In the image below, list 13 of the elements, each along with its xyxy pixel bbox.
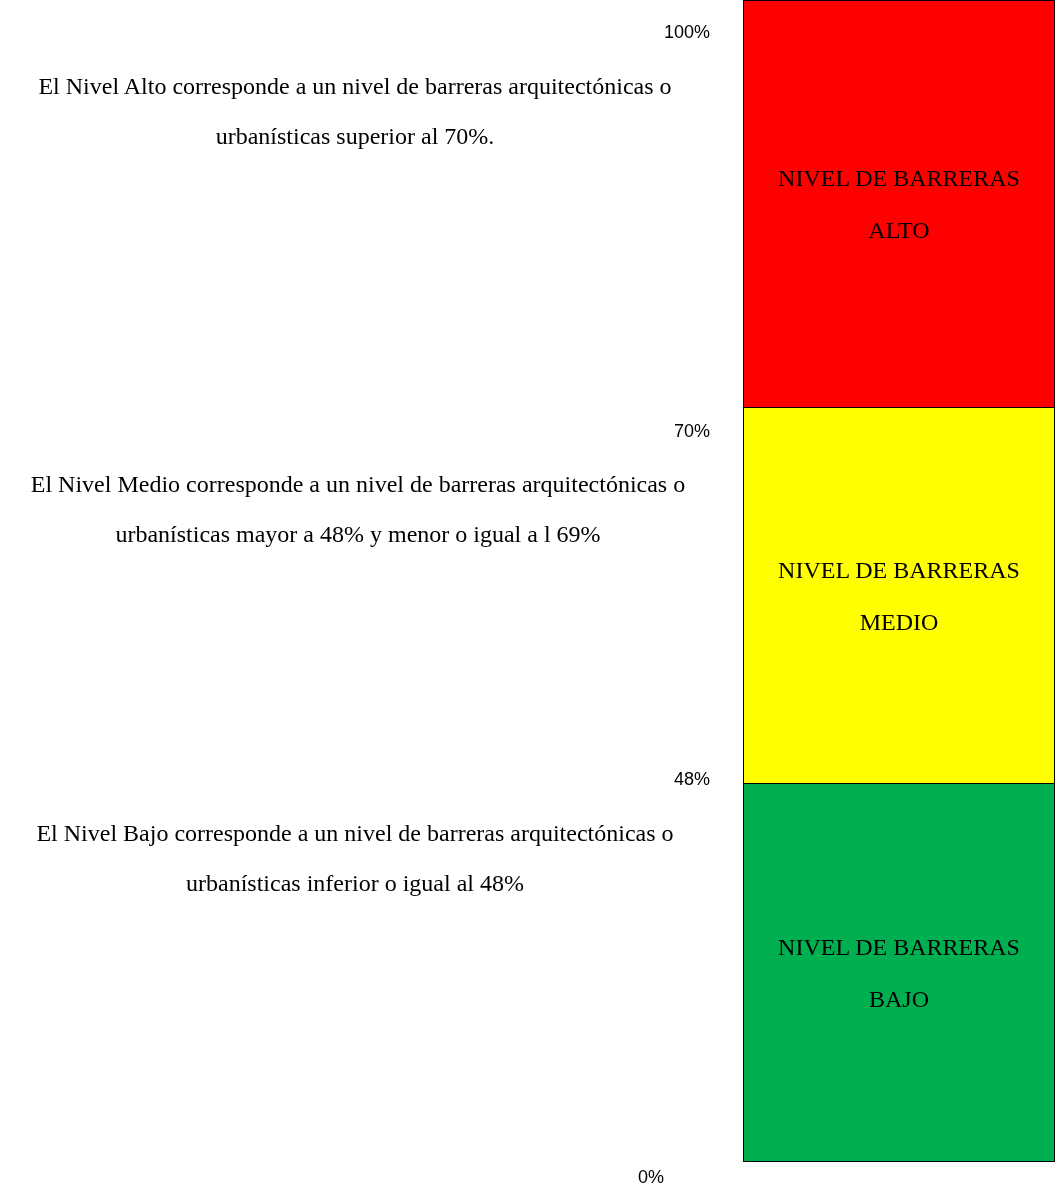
- percent-label: 70%: [673, 420, 710, 443]
- description-text: El Nivel Alto corresponde a un nivel de barreras arquitectónicas o urbanísticas superior al 70%.: [37, 72, 673, 151]
- high-level-band: [743, 0, 1055, 408]
- percent-label: 48%: [673, 768, 710, 791]
- description-text: El Nivel Bajo corresponde a un nivel de barreras arquitectónicas o urbanísticas inferior o igual al 48%: [35, 819, 675, 898]
- band-label: NIVEL DE BARRERAS ALTO: [777, 164, 1021, 245]
- band-label: NIVEL DE BARRERAS BAJO: [777, 932, 1021, 1014]
- band-label: NIVEL DE BARRERAS MEDIO: [777, 555, 1021, 637]
- medium-level-band: [743, 407, 1055, 784]
- low-level-band: [743, 783, 1055, 1162]
- percent-label: 100%: [663, 21, 710, 44]
- percent-label: 0%: [638, 1166, 664, 1189]
- description-text: El Nivel Medio corresponde a un nivel de barreras arquitectónicas o urbanísticas mayor a 48% y menor o igual a l 69%: [29, 470, 687, 549]
